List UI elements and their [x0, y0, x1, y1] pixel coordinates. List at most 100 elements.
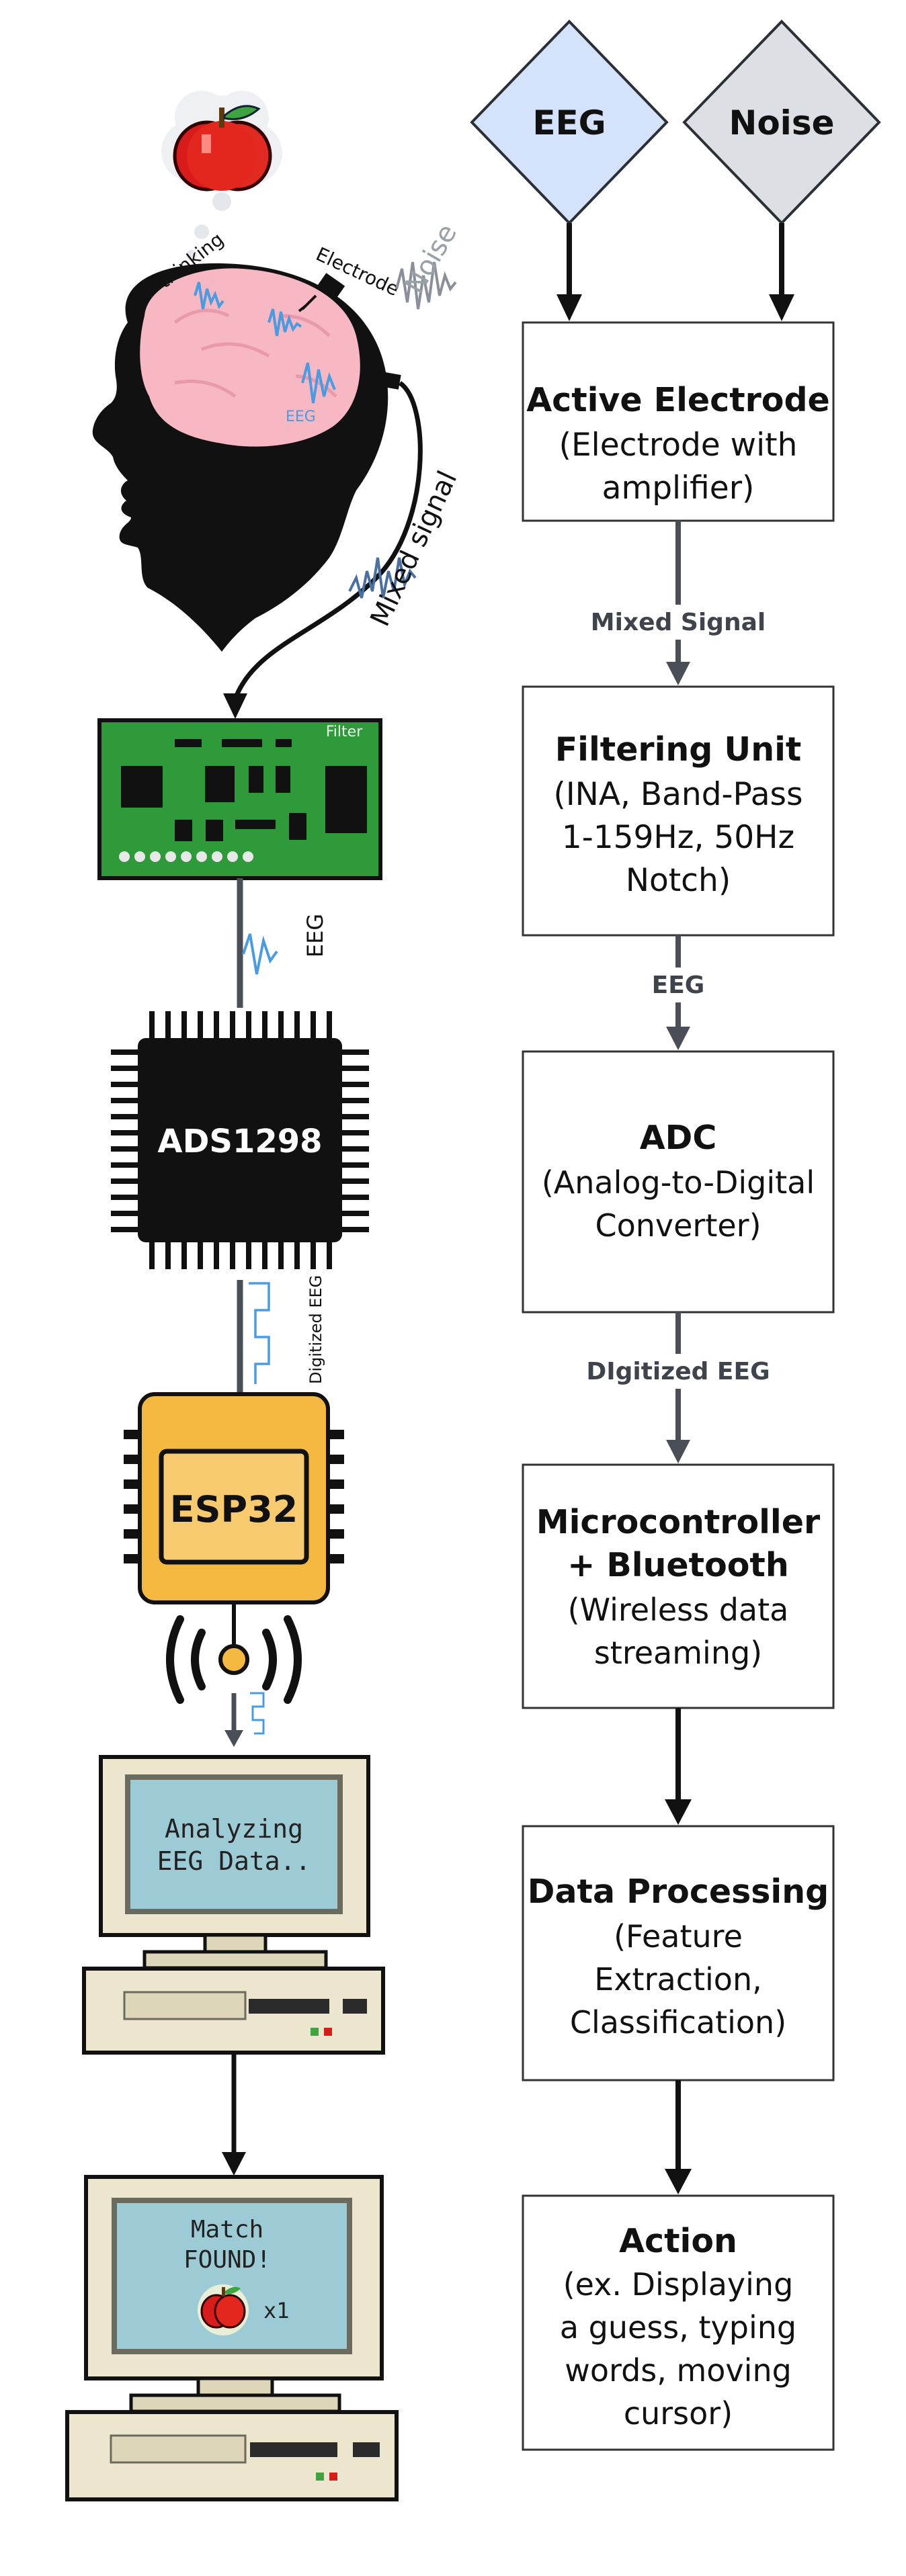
wireless-signal-icon — [166, 1602, 302, 1747]
adc-pin — [342, 1049, 369, 1055]
adc-chip: ADS1298 — [111, 1011, 369, 1269]
adc-pin — [111, 1146, 138, 1152]
adc-chip-label: ADS1298 — [157, 1123, 322, 1160]
adc-pin — [342, 1146, 369, 1152]
filtering-unit-line-2: 1-159Hz, 50Hz — [562, 819, 794, 856]
action-line-1: (ex. Displaying — [563, 2266, 794, 2303]
adc-pin — [342, 1114, 369, 1119]
adc-pin — [165, 1011, 171, 1038]
active-electrode-title: Active Electrode — [526, 381, 830, 419]
microcontroller-line-2: streaming) — [594, 1635, 762, 1671]
screen1-line-1: Analyzing — [165, 1814, 303, 1844]
adc-pin — [111, 1211, 138, 1216]
adc-pin — [111, 1227, 138, 1232]
brain-eeg-waves — [194, 282, 336, 404]
adc-pin — [311, 1242, 316, 1269]
filter-board: Filter — [97, 718, 382, 880]
adc-pin — [294, 1242, 300, 1269]
filtering-unit-line-1: (INA, Band-Pass — [553, 776, 802, 813]
adc-pin — [342, 1227, 369, 1232]
apple-icon — [173, 105, 272, 191]
adc-pin — [214, 1011, 219, 1038]
filter-board-label: Filter — [326, 724, 363, 740]
adc-pin — [198, 1011, 203, 1038]
data-processing-box: Data Processing (Feature Extraction, Cla… — [522, 1825, 835, 2081]
adc-pin — [111, 1049, 138, 1055]
adc-box: ADC (Analog-to-Digital Converter) — [522, 1050, 835, 1314]
adc-pin — [342, 1162, 369, 1168]
action-title: Action — [619, 2222, 737, 2260]
edge-micro-to-processing — [665, 1708, 692, 1825]
adc-pin — [149, 1242, 155, 1269]
microcontroller-title-1: Microcontroller — [536, 1503, 821, 1541]
screen2-line-2: FOUND! — [183, 2246, 271, 2274]
microcontroller-line-1: (Wireless data — [568, 1592, 789, 1628]
adc-pin — [149, 1011, 155, 1038]
action-line-4: cursor) — [624, 2395, 733, 2432]
adc-pin — [342, 1066, 369, 1071]
action-line-3: words, moving — [565, 2352, 792, 2389]
edge-mixed-signal: Mixed Signal — [585, 521, 772, 685]
active-electrode-line-1: (Electrode with — [559, 427, 798, 464]
adc-title: ADC — [640, 1119, 717, 1157]
mixed-signal-waveform — [348, 557, 417, 599]
esp32-chip: ESP32 — [124, 1392, 344, 1604]
filtering-unit-title: Filtering Unit — [555, 730, 802, 769]
active-electrode-box: Active Electrode (Electrode with amplifi… — [522, 321, 835, 522]
mixed-signal-label: Mixed signal — [364, 466, 463, 631]
adc-pin — [327, 1242, 332, 1269]
microcontroller-box: Microcontroller + Bluetooth (Wireless da… — [522, 1463, 835, 1709]
adc-line-1: (Analog-to-Digital — [542, 1164, 815, 1201]
data-processing-title: Data Processing — [528, 1873, 829, 1911]
data-processing-line-3: Classification) — [570, 2004, 786, 2041]
adc-pin — [111, 1082, 138, 1087]
active-electrode-line-2: amplifier) — [602, 470, 755, 507]
adc-pin — [342, 1195, 369, 1200]
adc-pin — [246, 1242, 251, 1269]
data-processing-line-2: Extraction, — [594, 1961, 761, 1998]
adc-pin — [111, 1114, 138, 1119]
eeg-wire-label: EEG — [302, 914, 328, 957]
apple-small-icon — [198, 2284, 249, 2335]
eeg-diamond-label: EEG — [532, 103, 606, 142]
filtering-unit-box: Filtering Unit (INA, Band-Pass 1-159Hz, … — [522, 685, 835, 937]
adc-pin — [181, 1011, 187, 1038]
edge-digitized-label: DIgitized EEG — [586, 1358, 770, 1385]
digitized-label: Digitized EEG — [306, 1275, 325, 1384]
adc-pin — [246, 1011, 251, 1038]
edge-processing-to-action — [665, 2080, 692, 2194]
adc-pin — [111, 1066, 138, 1071]
adc-to-esp32-wire — [237, 1280, 270, 1394]
brain-eeg-label: EEG — [286, 409, 316, 425]
adc-pin — [278, 1242, 284, 1269]
action-box: Action (ex. Displaying a guess, typing w… — [522, 2194, 835, 2451]
action-line-2: a guess, typing — [560, 2309, 796, 2346]
adc-pin — [342, 1130, 369, 1135]
computer-analyzing: Analyzing EEG Data.. — [82, 1755, 385, 2055]
adc-pin — [311, 1011, 316, 1038]
adc-pin — [230, 1242, 235, 1269]
adc-pin — [262, 1242, 267, 1269]
adc-pin — [294, 1011, 300, 1038]
adc-pin — [342, 1211, 369, 1216]
adc-pin — [214, 1242, 219, 1269]
edge-digitized-eeg: DIgitized EEG — [585, 1312, 772, 1463]
adc-pin — [262, 1011, 267, 1038]
adc-pin — [327, 1011, 332, 1038]
adc-pin — [342, 1082, 369, 1087]
adc-pin — [111, 1162, 138, 1168]
screen2-line-1: Match — [191, 2216, 263, 2243]
noise-diamond-label: Noise — [729, 103, 834, 142]
adc-pin — [111, 1195, 138, 1200]
electrode-cable — [223, 381, 423, 719]
screen2-count: x1 — [263, 2298, 290, 2323]
illustration: EEG thinking Electrode Noise Mixed signa… — [65, 91, 463, 2501]
adc-pin — [111, 1098, 138, 1103]
diamond-arrows — [557, 223, 794, 321]
adc-pin — [181, 1242, 187, 1269]
adc-pin — [111, 1130, 138, 1135]
filtering-unit-line-3: Notch) — [626, 862, 731, 899]
computer-match-found: Match FOUND! x1 — [65, 2175, 399, 2501]
noise-diamond: Noise — [682, 19, 881, 225]
